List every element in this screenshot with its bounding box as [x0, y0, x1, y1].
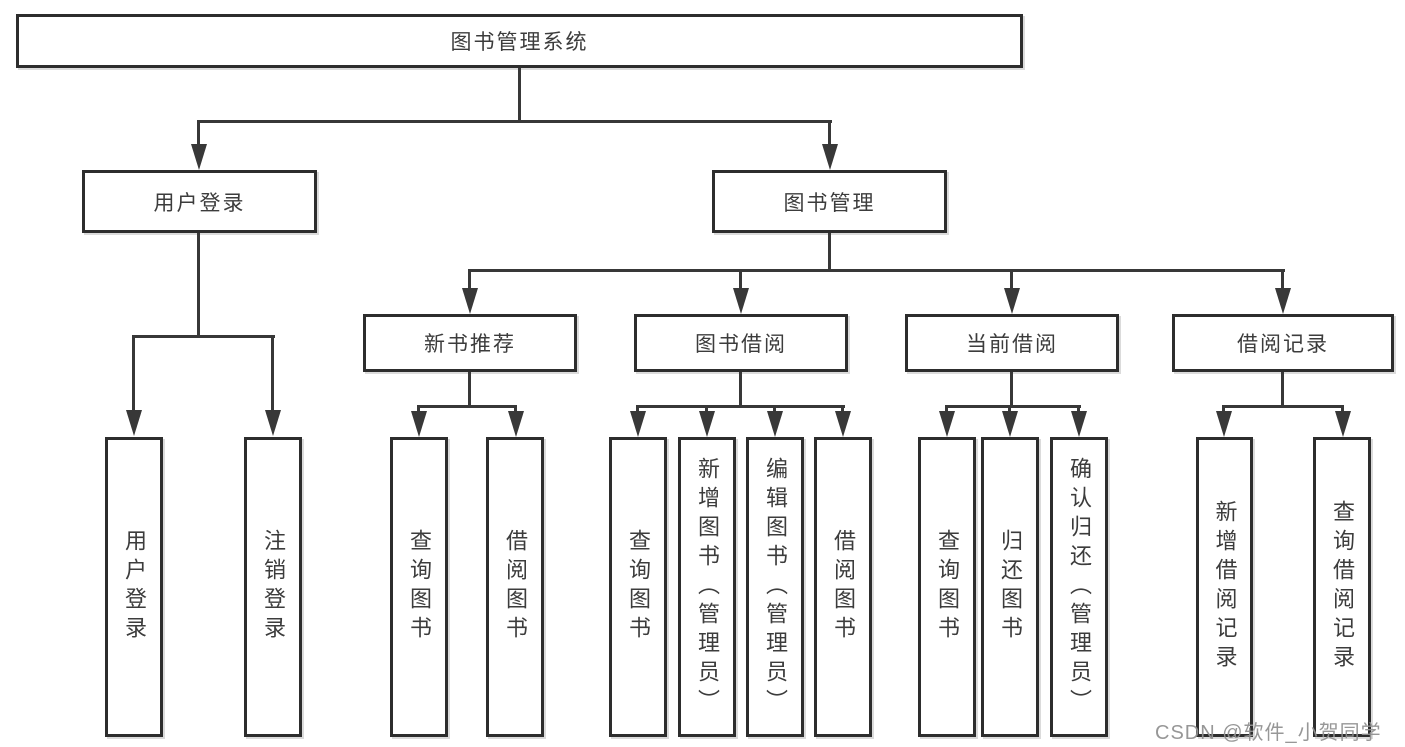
leaf-user-login: 用户登录 — [105, 437, 163, 737]
arrow-down-icon — [767, 411, 783, 437]
arrow-down-icon — [822, 144, 838, 170]
leaf-query-borrow-record: 查询借阅记录 — [1313, 437, 1371, 737]
connector-line — [197, 233, 200, 337]
node-current-borrowing: 当前借阅 — [905, 314, 1119, 372]
leaf-borrow-books-borrowing: 借阅图书 — [814, 437, 872, 737]
leaf-query-books-recommend: 查询图书 — [390, 437, 448, 737]
arrow-down-icon — [699, 411, 715, 437]
connector-line — [468, 269, 1285, 272]
connector-line — [773, 405, 776, 414]
leaf-borrow-books-recommend: 借阅图书 — [486, 437, 544, 737]
leaf-logout: 注销登录 — [244, 437, 302, 737]
connector-line — [271, 335, 274, 412]
connector-line — [841, 405, 844, 414]
connector-line — [828, 233, 831, 271]
connector-line — [1222, 405, 1344, 408]
connector-line — [636, 405, 639, 414]
arrow-down-icon — [411, 411, 427, 437]
leaf-return-books: 归还图书 — [981, 437, 1039, 737]
connector-line — [1281, 269, 1284, 290]
connector-line — [1008, 405, 1011, 414]
connector-line — [1341, 405, 1344, 414]
arrow-down-icon — [733, 288, 749, 314]
connector-line — [739, 372, 742, 407]
connector-line — [132, 335, 135, 412]
arrow-down-icon — [126, 410, 142, 436]
leaf-label: 确认归还（管理员） — [1067, 456, 1092, 718]
node-user-login: 用户登录 — [82, 170, 317, 233]
connector-line — [1010, 269, 1013, 290]
arrow-down-icon — [1002, 411, 1018, 437]
leaf-label: 归还图书 — [998, 529, 1023, 645]
connector-line — [705, 405, 708, 414]
connector-line — [197, 120, 832, 123]
connector-line — [132, 335, 275, 338]
arrow-down-icon — [462, 288, 478, 314]
leaf-add-books-admin: 新增图书（管理员） — [678, 437, 736, 737]
node-book-borrowing: 图书借阅 — [634, 314, 848, 372]
leaf-label: 编辑图书（管理员） — [763, 456, 788, 718]
arrow-down-icon — [939, 411, 955, 437]
connector-line — [514, 405, 517, 414]
connector-line — [1077, 405, 1080, 414]
arrow-down-icon — [1004, 288, 1020, 314]
leaf-label: 借阅图书 — [503, 529, 528, 645]
connector-line — [945, 405, 948, 414]
connector-line — [945, 405, 1081, 408]
connector-line — [197, 120, 200, 148]
leaf-label: 查询借阅记录 — [1330, 500, 1355, 674]
arrow-down-icon — [1275, 288, 1291, 314]
connector-line — [518, 68, 521, 122]
connector-line — [1222, 405, 1225, 414]
leaf-edit-books-admin: 编辑图书（管理员） — [746, 437, 804, 737]
connector-line — [1281, 372, 1284, 407]
arrow-down-icon — [1071, 411, 1087, 437]
leaf-query-books-current: 查询图书 — [918, 437, 976, 737]
connector-line — [417, 405, 517, 408]
leaf-label: 注销登录 — [261, 529, 286, 645]
arrow-down-icon — [508, 411, 524, 437]
node-borrowing-records: 借阅记录 — [1172, 314, 1394, 372]
leaf-label: 查询图书 — [935, 529, 960, 645]
leaf-confirm-return-admin: 确认归还（管理员） — [1050, 437, 1108, 737]
csdn-watermark: CSDN @软件_小贺同学 — [1155, 722, 1382, 744]
leaf-label: 用户登录 — [122, 529, 147, 645]
connector-line — [1010, 372, 1013, 407]
root-node-library-management-system: 图书管理系统 — [16, 14, 1023, 68]
leaf-query-books-borrowing: 查询图书 — [609, 437, 667, 737]
leaf-label: 借阅图书 — [831, 529, 856, 645]
connector-line — [739, 269, 742, 290]
connector-line — [636, 405, 845, 408]
leaf-label: 新增借阅记录 — [1212, 500, 1238, 674]
connector-line — [828, 120, 831, 148]
node-book-management: 图书管理 — [712, 170, 947, 233]
leaf-label: 查询图书 — [407, 529, 432, 645]
arrow-down-icon — [630, 411, 646, 437]
leaf-add-borrow-record: 新增借阅记录 — [1196, 437, 1253, 737]
connector-line — [468, 269, 471, 290]
node-new-book-recommendation: 新书推荐 — [363, 314, 577, 372]
arrow-down-icon — [835, 411, 851, 437]
arrow-down-icon — [265, 410, 281, 436]
arrow-down-icon — [1216, 411, 1232, 437]
arrow-down-icon — [1335, 411, 1351, 437]
leaf-label: 查询图书 — [626, 529, 651, 645]
leaf-label: 新增图书（管理员） — [695, 456, 720, 718]
connector-line — [468, 372, 471, 407]
arrow-down-icon — [191, 144, 207, 170]
connector-line — [417, 405, 420, 414]
